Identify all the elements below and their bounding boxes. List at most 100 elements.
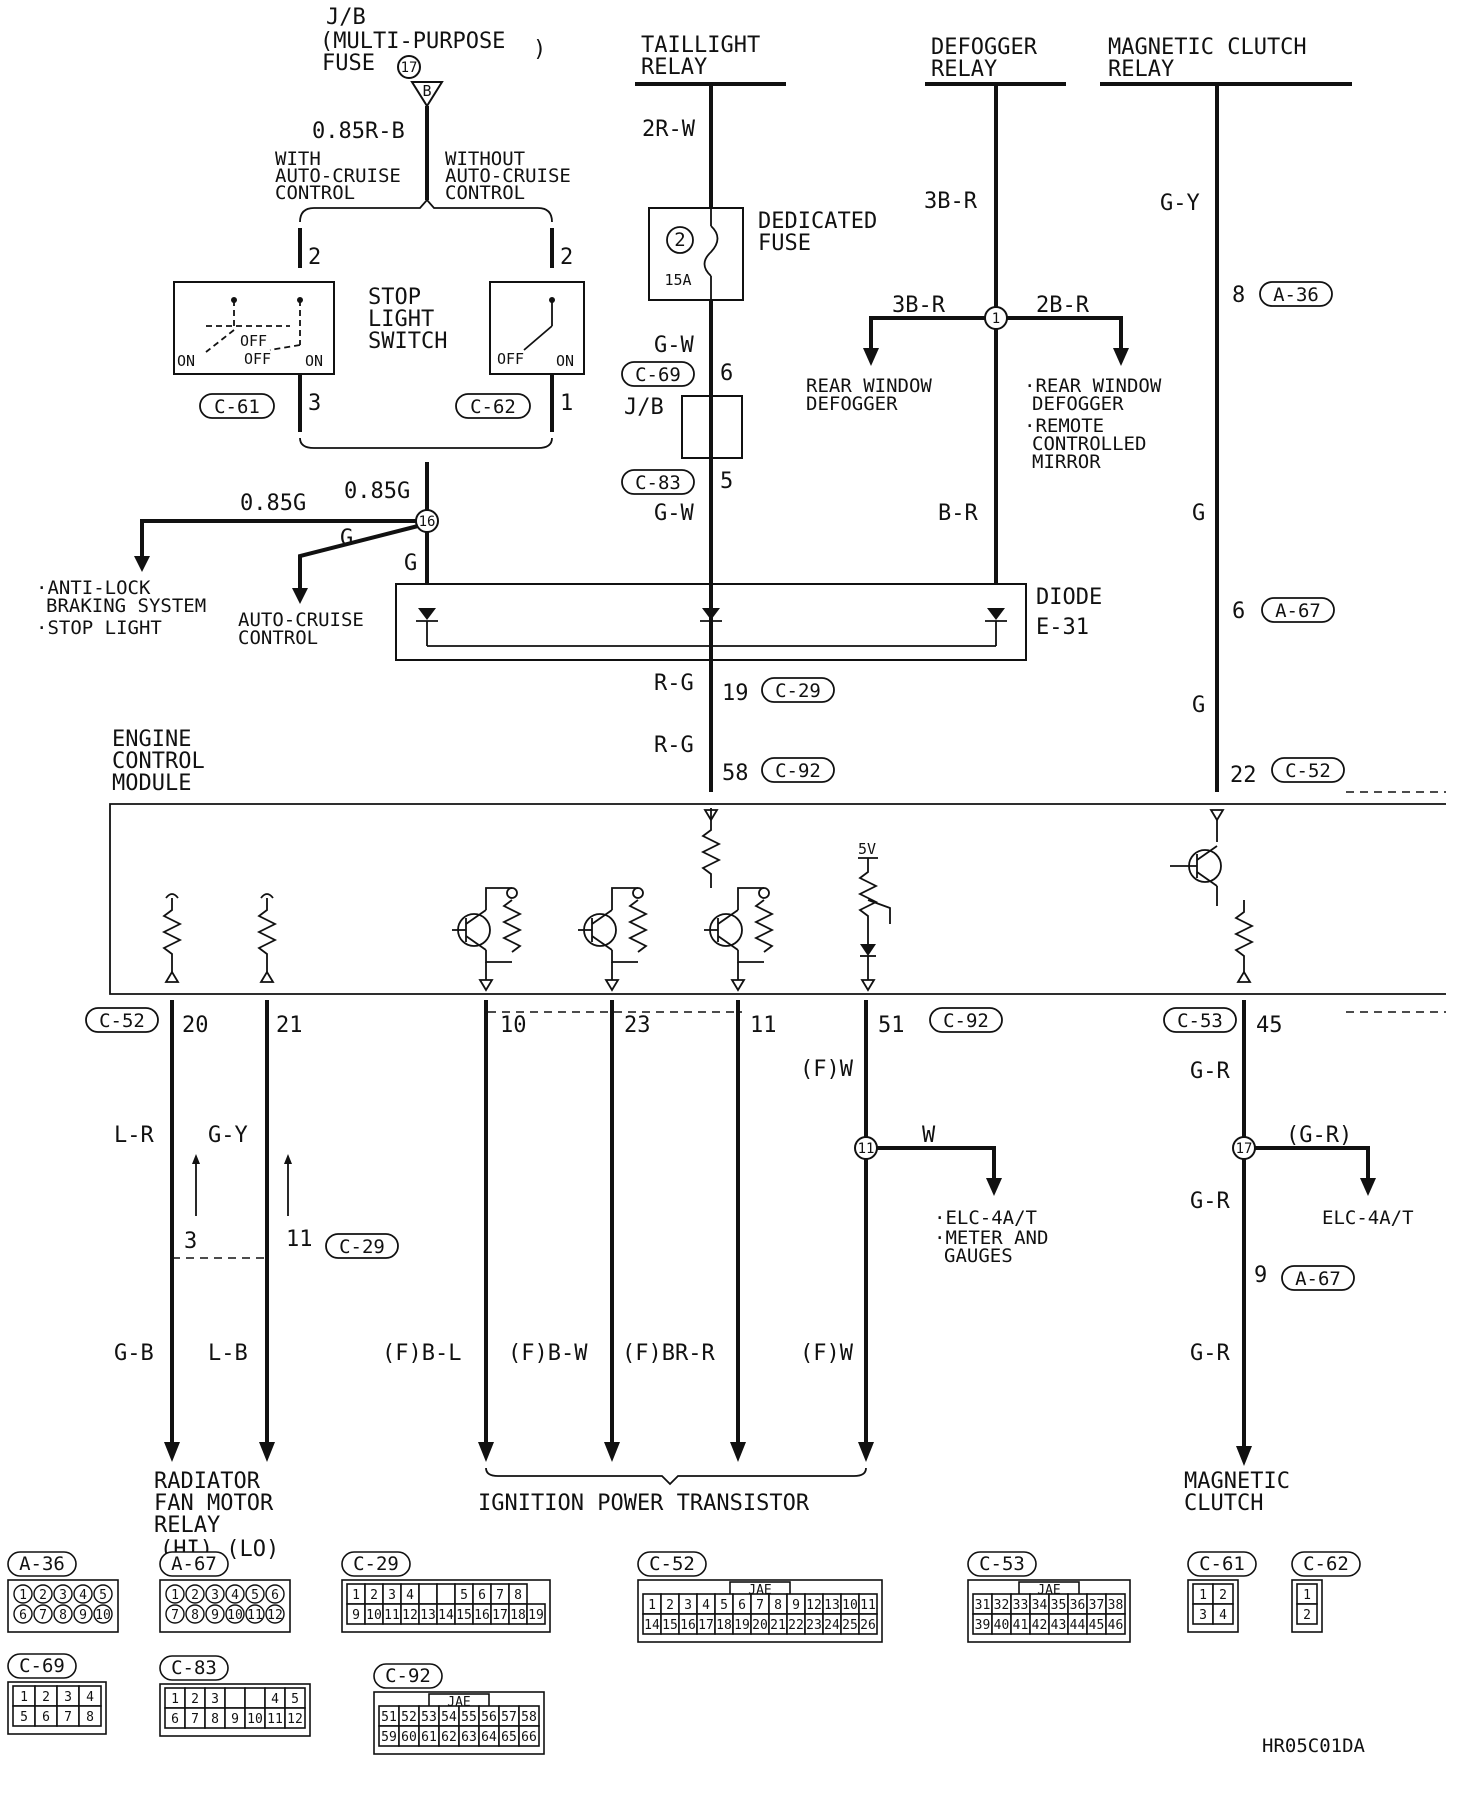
dedicated-fuse-number: 2 <box>674 229 685 251</box>
c53-pin: 40 <box>994 1618 1010 1633</box>
wire-fbrr: (F)BR-R <box>622 1341 715 1366</box>
a36-pin: 9 <box>79 1608 87 1623</box>
c29-pin: 7 <box>496 1588 504 1603</box>
c52-pin: 24 <box>824 1618 840 1633</box>
ecm-5v-pullup: 5V <box>857 840 891 992</box>
c53-pin: 38 <box>1108 1598 1124 1613</box>
defogger-circuit: 3B-R 1 3B-R 2B-R REAR WINDOW DEFOGGER ·R… <box>806 84 1162 584</box>
c69-pin: 1 <box>20 1690 28 1705</box>
c53-connector-tag: C-53 <box>1163 1007 1237 1033</box>
a36-pin: 10 <box>95 1608 111 1623</box>
pin-58: 58 <box>722 761 749 786</box>
pin-5: 5 <box>720 469 733 494</box>
c92-pin: 56 <box>481 1710 497 1725</box>
pin-45: 45 <box>1256 1013 1283 1038</box>
remote-label: ·REMOTE <box>1024 415 1104 437</box>
c52-pin: 18 <box>716 1618 732 1633</box>
c83-pin: 5 <box>291 1692 299 1707</box>
c69-pin: 4 <box>86 1690 94 1705</box>
dedicated-fuse-amps: 15A <box>664 271 691 289</box>
c53-pin: 36 <box>1070 1598 1086 1613</box>
a67-pin: 9 <box>211 1608 219 1623</box>
c83-pin: 9 <box>231 1712 239 1727</box>
rear-defogger-label: REAR WINDOW <box>806 375 932 397</box>
ecm-label: ENGINE <box>112 727 191 752</box>
radiator-fan-wires: L-R G-Y 3 11 C-29 G-B L-B RADIATOR FAN M… <box>114 1000 399 1562</box>
c53-pin: 32 <box>994 1598 1010 1613</box>
wire-085rb: 0.85R-B <box>312 119 405 144</box>
pin-19: 19 <box>722 681 749 706</box>
wire-g1: G <box>1192 501 1205 526</box>
a67-pin: 1 <box>171 1588 179 1603</box>
wire-gw1: G-W <box>654 333 694 358</box>
c62-legend-label: C-62 <box>1303 1553 1349 1575</box>
a67-pin: 6 <box>271 1588 279 1603</box>
c53-pin: 31 <box>975 1598 991 1613</box>
c92-pin: 60 <box>401 1730 417 1745</box>
switch-on-label2: ON <box>305 352 323 370</box>
magnetic-clutch-lower: G-R 17 (G-R) ELC-4A/T G-R 9 A-67 G-R MAG… <box>1184 1000 1414 1516</box>
c92-pin: 52 <box>401 1710 417 1725</box>
c53-pin: 37 <box>1089 1598 1105 1613</box>
c29-pin: 3 <box>388 1588 396 1603</box>
taillight-relay: TAILLIGHT RELAY <box>635 33 786 86</box>
a36-connector-tag: A-36 <box>1259 281 1333 307</box>
c83-pin: 3 <box>211 1692 219 1707</box>
c62-pin: 1 <box>1303 1588 1311 1603</box>
with-cruise-label2: AUTO-CRUISE <box>275 165 401 187</box>
a67-pin: 12 <box>267 1608 283 1623</box>
c92-pin: 57 <box>501 1710 517 1725</box>
junction-17: 17 <box>1232 1136 1256 1160</box>
defogger-relay-label2: RELAY <box>931 57 997 82</box>
magnetic-label: MAGNETIC <box>1184 1469 1290 1494</box>
stop-light-circuit: 0.85R-B WITH AUTO-CRUISE CONTROL WITHOUT… <box>36 106 585 649</box>
multipurpose-label: (MULTI-PURPOSE <box>320 29 505 54</box>
svg-text:C-29: C-29 <box>775 680 821 702</box>
diode-symbol-3 <box>985 608 1007 646</box>
c92-pin: 58 <box>521 1710 537 1725</box>
magnetic-clutch-relay-label2: RELAY <box>1108 57 1174 82</box>
without-cruise-label2: AUTO-CRUISE <box>445 165 571 187</box>
ecm-transistor-23 <box>578 887 649 992</box>
a36-pin: 5 <box>99 1588 107 1603</box>
c62-connector-face: C-62 1 2 <box>1291 1551 1361 1633</box>
ecm-output-pins: C-52 20 21 10 23 11 51 C-92 C-53 45 <box>85 1007 1283 1038</box>
c53-pin: 41 <box>1013 1618 1029 1633</box>
c29-pin: 11 <box>384 1608 400 1623</box>
elc-dest-label: ELC-4A/T <box>1322 1207 1414 1229</box>
c52-pin: 3 <box>684 1598 692 1613</box>
c52-pin: 14 <box>644 1618 660 1633</box>
switch2-off-label: OFF <box>497 350 524 368</box>
c52-pin: 9 <box>792 1598 800 1613</box>
c62-pin: 2 <box>1303 1608 1311 1623</box>
taillight-relay-label2: RELAY <box>641 55 707 80</box>
pin-1: 1 <box>560 391 573 416</box>
diode-symbol-1 <box>416 608 438 646</box>
merge-bracket <box>299 437 553 449</box>
c52-pin: 16 <box>680 1618 696 1633</box>
magnetic-clutch-upper: G-Y 8 A-36 G 6 A-67 G 22 C-52 <box>1160 84 1446 793</box>
svg-text:C-61: C-61 <box>214 396 260 418</box>
c29-pin: 13 <box>420 1608 436 1623</box>
c83-pin: 11 <box>267 1712 283 1727</box>
a67-pin: 8 <box>191 1608 199 1623</box>
c83-pin: 8 <box>211 1712 219 1727</box>
svg-text:C-52: C-52 <box>99 1010 145 1032</box>
c92-connector-tag-b: C-92 <box>929 1007 1003 1033</box>
junction-1: 1 <box>984 306 1008 330</box>
a67-pin: 5 <box>251 1588 259 1603</box>
c92-pin: 61 <box>421 1730 437 1745</box>
c62-connector-tag: C-62 <box>455 393 531 419</box>
wire-gr2: G-R <box>1190 1189 1230 1214</box>
rear-defogger-label4: DEFOGGER <box>1032 393 1124 415</box>
c29-connector-tag-a: C-29 <box>761 677 835 703</box>
c52-pin: 5 <box>720 1598 728 1613</box>
c53-pin: 34 <box>1032 1598 1048 1613</box>
pin-21: 21 <box>276 1013 303 1038</box>
c83-connector-tag: C-83 <box>621 469 695 495</box>
svg-text:C-83: C-83 <box>635 472 681 494</box>
pin-2a: 2 <box>308 245 321 270</box>
